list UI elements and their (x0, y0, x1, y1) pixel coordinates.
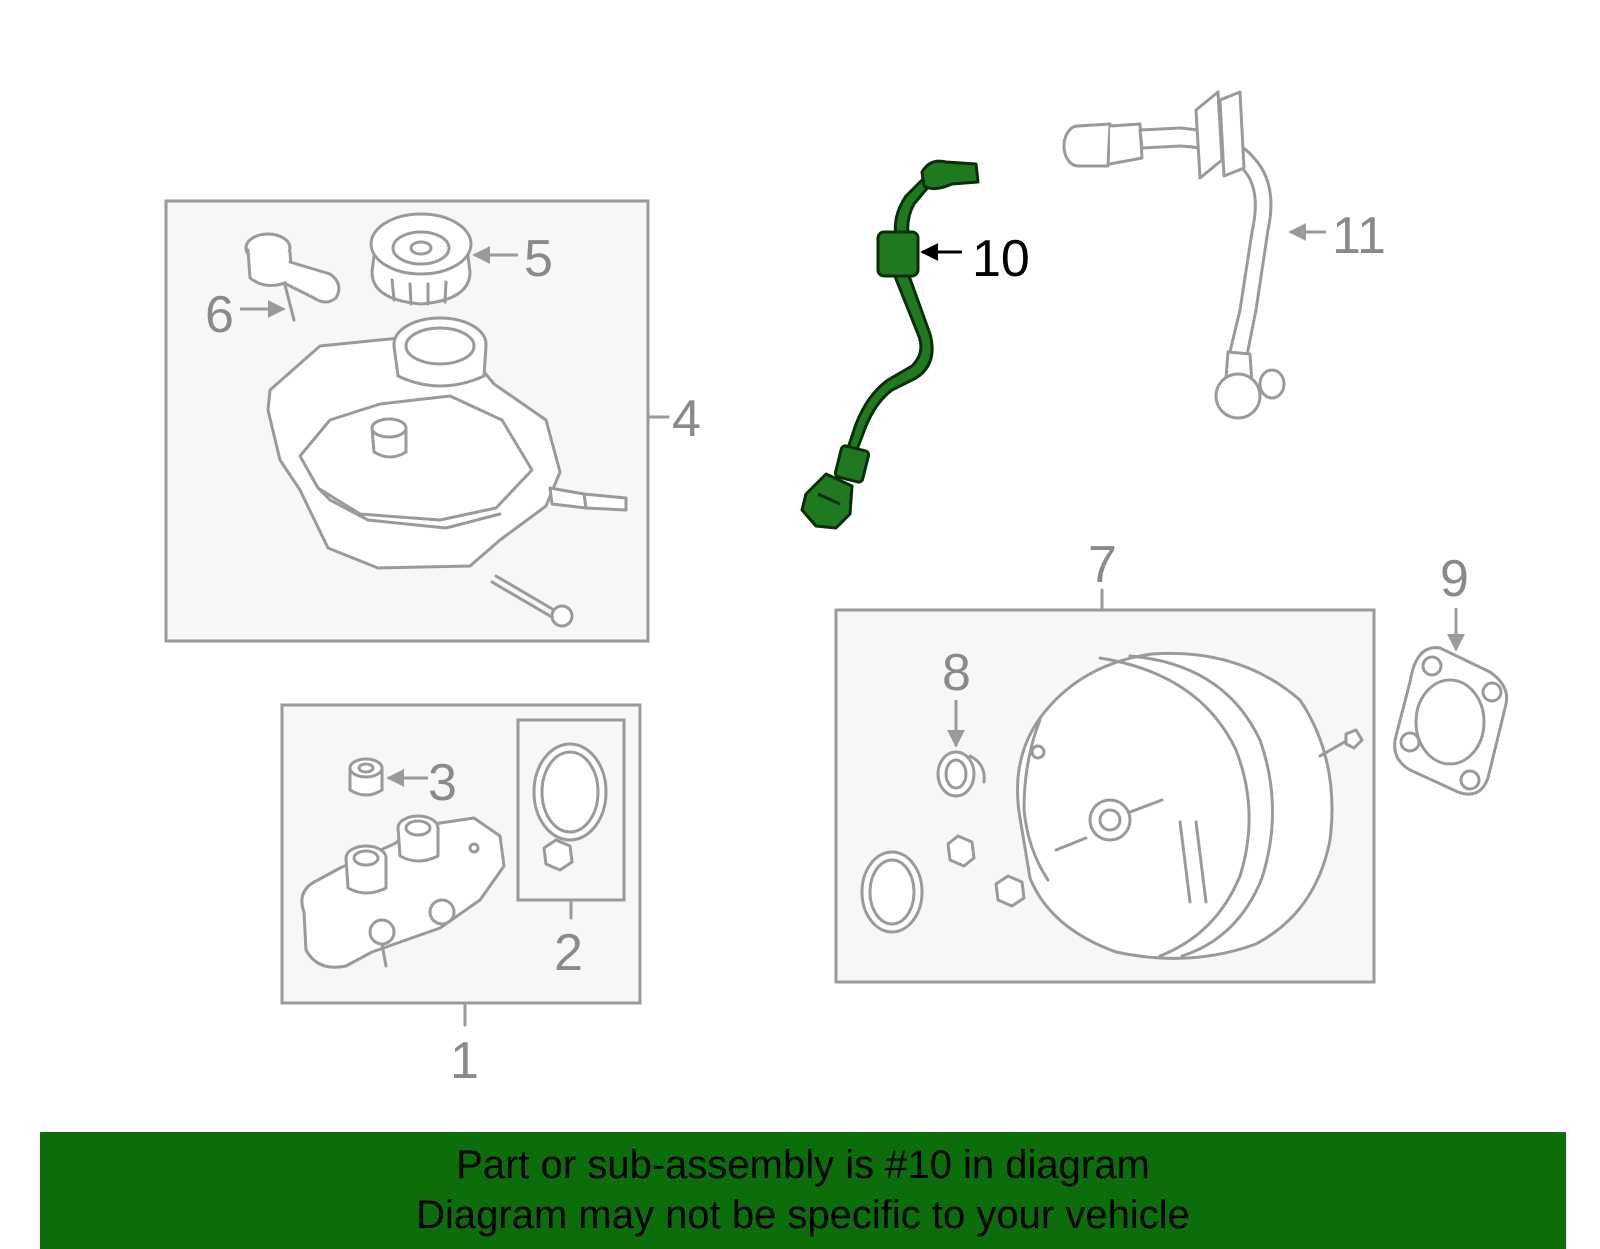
callout-8[interactable]: 8 (942, 644, 971, 702)
master-cylinder-group-box: 1 3 2 (280, 703, 642, 1090)
reservoir-cap[interactable] (369, 212, 473, 306)
callout-7[interactable]: 7 (1088, 536, 1117, 594)
brake-booster[interactable] (1016, 651, 1364, 960)
vacuum-line[interactable] (1062, 90, 1286, 420)
banner-line-2: Diagram may not be specific to your vehi… (416, 1193, 1190, 1237)
brake-fluid-reservoir[interactable] (266, 316, 628, 570)
check-valve-grommet[interactable] (936, 750, 986, 798)
booster-gasket[interactable] (1393, 646, 1509, 796)
callout-2[interactable]: 2 (554, 924, 583, 982)
vacuum-hose-highlighted[interactable] (800, 159, 980, 530)
callout-3[interactable]: 3 (428, 754, 457, 812)
reservoir-seal[interactable] (348, 757, 384, 797)
part-info-banner: Part or sub-assembly is #10 in diagram D… (40, 1132, 1566, 1249)
callout-10[interactable]: 10 (972, 230, 1030, 288)
banner-line-1: Part or sub-assembly is #10 in diagram (456, 1143, 1150, 1187)
booster-mounting-nut-2[interactable] (994, 874, 1026, 908)
callout-11[interactable]: 11 (1332, 207, 1386, 265)
callout-1[interactable]: 1 (450, 1032, 479, 1090)
callout-4[interactable]: 4 (672, 390, 701, 448)
reservoir-group-box: 4 6 5 (164, 199, 701, 643)
callout-6[interactable]: 6 (205, 286, 234, 344)
fluid-level-sensor[interactable] (244, 232, 341, 322)
callout-5[interactable]: 5 (524, 230, 553, 288)
master-cylinder-seal-kit[interactable] (532, 742, 608, 872)
booster-seal-ring[interactable] (860, 850, 924, 934)
callout-9[interactable]: 9 (1440, 550, 1469, 608)
brake-booster-group-box: 7 8 (834, 536, 1376, 984)
reservoir-pin[interactable] (490, 574, 574, 628)
master-cylinder[interactable] (300, 814, 506, 969)
booster-mounting-nut[interactable] (946, 834, 976, 868)
